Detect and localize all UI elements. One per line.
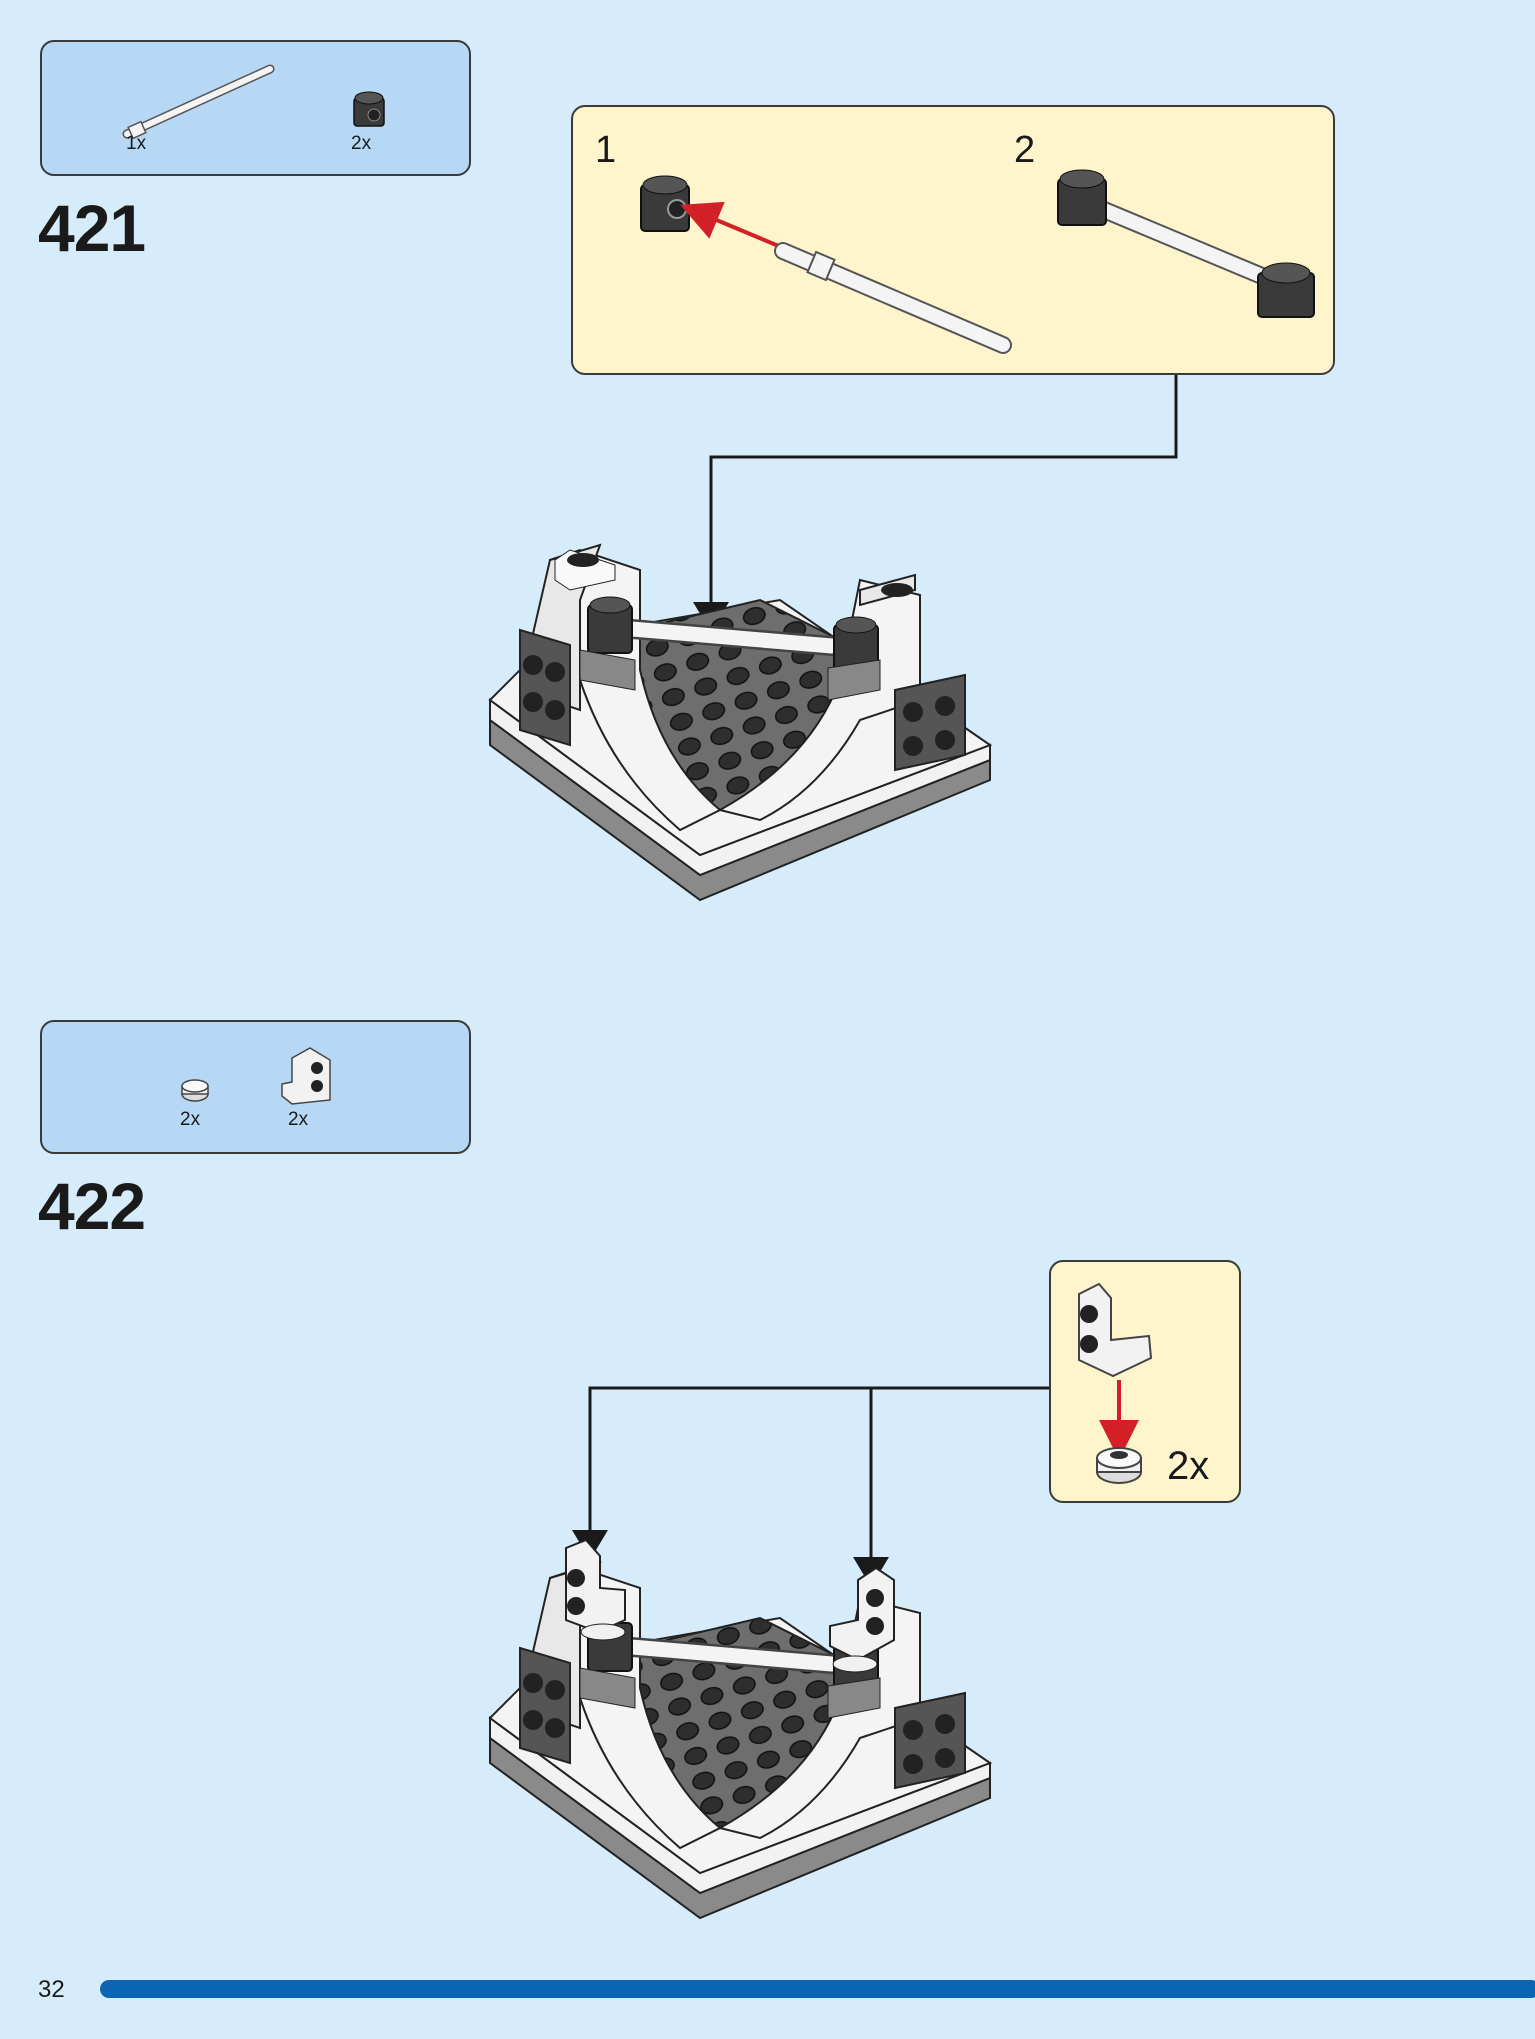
model-assembly-422 [488, 1538, 993, 1920]
model-assembly-421 [488, 543, 993, 902]
parts-list-422: 2x 2x [40, 1020, 471, 1154]
substep-callout-421-graphics [640, 169, 1315, 354]
white-round-plate-icon [1096, 1447, 1142, 1484]
part-qty-round-brick: 2x [351, 133, 372, 154]
insert-arrow [680, 201, 782, 249]
step-number-422: 422 [38, 1169, 146, 1243]
white-bracket-icon [281, 1047, 331, 1105]
part-qty-round-plate: 2x [180, 1109, 201, 1130]
sub-assembly-callout-422-graphics [1078, 1282, 1153, 1484]
callout-quantity: 2x [1167, 1444, 1210, 1488]
white-bar-icon [774, 242, 1012, 354]
callout-leader-line-422 [572, 1386, 1049, 1560]
white-bracket-icon [1078, 1282, 1153, 1378]
substep-callout-421: 1 2 [571, 105, 1335, 375]
white-round-plate-icon [181, 1079, 209, 1102]
black-round-brick-icon [353, 91, 385, 127]
part-qty-bar: 1x [126, 133, 147, 154]
white-bar-icon [122, 64, 275, 140]
callout-leader-line-421 [693, 375, 1178, 632]
substep-number-2: 2 [1014, 129, 1036, 171]
page-number: 32 [38, 1976, 65, 2003]
sub-assembly-callout-422: 2x [1049, 1260, 1241, 1503]
parts-list-422-graphics [181, 1047, 331, 1105]
parts-list-421: 1x 2x [40, 40, 471, 176]
black-round-brick-icon [640, 175, 690, 232]
parts-list-421-graphics [122, 64, 385, 140]
page-footer-bar [100, 1980, 1535, 1998]
substep-number-1: 1 [595, 129, 617, 171]
step-number-421: 421 [38, 191, 146, 265]
assembled-bar-with-bricks-icon [1057, 169, 1315, 318]
part-qty-bracket: 2x [288, 1109, 309, 1130]
